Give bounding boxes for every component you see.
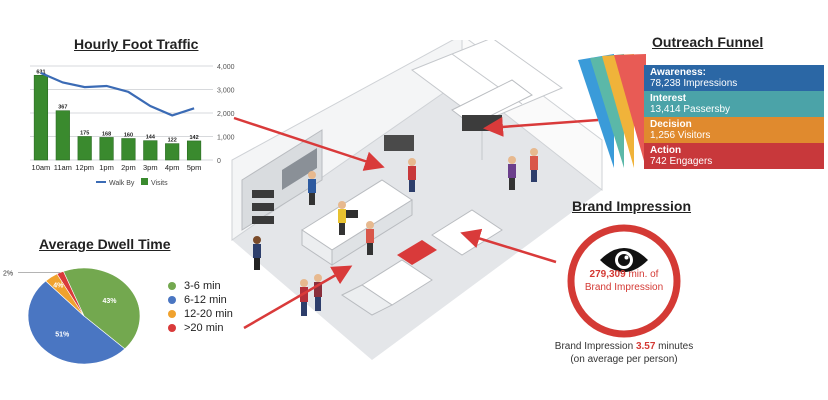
brand-caption-prefix: Brand Impression — [554, 341, 636, 352]
brand-total-label: Brand Impression — [584, 282, 664, 293]
pie-data-label: 43% — [102, 298, 117, 305]
funnel-stage-value: 1,256 Visitors — [650, 130, 711, 141]
bar-data-label: 142 — [189, 135, 198, 141]
legend-label-visits: Visits — [151, 180, 168, 187]
dwell-time-title: Average Dwell Time — [39, 236, 171, 252]
brand-impression-ring — [567, 224, 681, 338]
x-tick-label: 10am — [32, 163, 51, 172]
legend-dot — [168, 310, 176, 318]
brand-total-unit: min. of — [625, 269, 659, 280]
bar-visits — [186, 140, 202, 161]
funnel-stage-value: 742 Engagers — [650, 156, 713, 167]
dwell-time-legend: 3-6 min 6-12 min 12-20 min >20 min — [168, 279, 233, 335]
legend-label: 3-6 min — [184, 280, 221, 292]
legend-label: >20 min — [184, 322, 224, 334]
brand-impression-total: 279,309 min. of Brand Impression — [565, 268, 683, 294]
bar-visits — [99, 137, 114, 161]
bar-visits — [165, 143, 180, 161]
legend-item: 6-12 min — [168, 293, 233, 307]
eye-icon — [600, 248, 648, 272]
fitting-rooms — [410, 40, 564, 123]
pie-data-label: 4% — [53, 283, 64, 290]
brand-caption-suffix: minutes — [655, 341, 694, 352]
funnel-stage-value: 13,414 Passersby — [650, 104, 731, 115]
legend-item: >20 min — [168, 321, 233, 335]
outreach-funnel: Awareness: 78,238 Impressions Interest 1… — [574, 52, 824, 170]
store-illustration — [231, 40, 603, 360]
x-tick-label: 2pm — [121, 163, 136, 172]
y-tick-label: 0 — [217, 158, 221, 165]
y-tick-label: 2,000 — [217, 111, 235, 118]
x-tick-label: 11am — [54, 163, 72, 172]
legend-dot — [168, 296, 176, 304]
brand-impression-caption: Brand Impression 3.57 minutes (on averag… — [536, 340, 712, 366]
legend-item: 3-6 min — [168, 279, 233, 293]
legend-item: 12-20 min — [168, 307, 233, 321]
funnel-stage-name: Action — [650, 145, 682, 156]
bar-data-label: 168 — [102, 131, 111, 137]
bar-visits — [55, 110, 70, 161]
pie-slice — [62, 267, 141, 350]
hourly-traffic-title: Hourly Foot Traffic — [74, 36, 199, 52]
bar-visits — [77, 136, 92, 161]
funnel-stage-name: Awareness: — [650, 67, 706, 78]
x-tick-label: 12pm — [75, 163, 94, 172]
ring-circle — [567, 224, 681, 338]
bar-visits — [121, 138, 136, 161]
line-walk-by — [40, 71, 195, 117]
pie-data-label: 2% — [3, 271, 13, 278]
funnel-stage-interest: Interest 13,414 Passersby — [644, 91, 824, 117]
funnel-stage-awareness: Awareness: 78,238 Impressions — [644, 65, 824, 91]
bar-data-label: 631 — [36, 69, 45, 75]
legend-label: 6-12 min — [184, 294, 227, 306]
bar-visits — [143, 140, 158, 161]
legend-label: 12-20 min — [184, 308, 233, 320]
funnel-stage-value: 78,238 Impressions — [650, 78, 738, 89]
legend-dot — [168, 282, 176, 290]
funnel-stage-decision: Decision 1,256 Visitors — [644, 117, 824, 143]
hourly-traffic-chart: 0 1,000 2,000 3,000 4,000 631 10am 367 11am 175 12… — [30, 64, 235, 187]
pie-data-label: 51% — [55, 332, 70, 339]
x-tick-label: 1pm — [99, 163, 114, 172]
brand-caption-value: 3.57 — [635, 341, 656, 352]
x-tick-label: 3pm — [143, 163, 158, 172]
x-tick-label: 5pm — [187, 163, 202, 172]
brand-total-value: 279,309 — [589, 269, 626, 280]
funnel-cone-graphic — [578, 54, 646, 168]
funnel-title: Outreach Funnel — [652, 34, 764, 50]
pie-slice — [27, 280, 126, 365]
bar-data-label: 367 — [58, 105, 67, 111]
dwell-time-pie: 43% 51% 4% 2% — [3, 267, 141, 365]
x-tick-label: 4pm — [165, 163, 180, 172]
y-tick-label: 3,000 — [217, 88, 235, 95]
funnel-stage-action: Action 742 Engagers — [644, 143, 824, 169]
legend-label-walk-by: Walk By — [109, 180, 135, 187]
bar-data-label: 144 — [146, 135, 156, 141]
y-tick-label: 1,000 — [217, 135, 235, 142]
brand-caption-line2: (on average per person) — [570, 354, 678, 365]
bar-data-label: 160 — [124, 133, 133, 139]
bar-visits — [33, 74, 49, 161]
funnel-stage-name: Decision — [650, 119, 692, 130]
bar-data-label: 175 — [80, 131, 89, 137]
legend-swatch-visits — [141, 178, 148, 185]
brand-impression-title: Brand Impression — [572, 198, 692, 214]
bar-data-label: 122 — [168, 138, 177, 144]
y-tick-label: 4,000 — [217, 64, 235, 71]
legend-dot — [168, 324, 176, 332]
funnel-stage-name: Interest — [650, 93, 687, 104]
red-mat — [397, 240, 437, 265]
